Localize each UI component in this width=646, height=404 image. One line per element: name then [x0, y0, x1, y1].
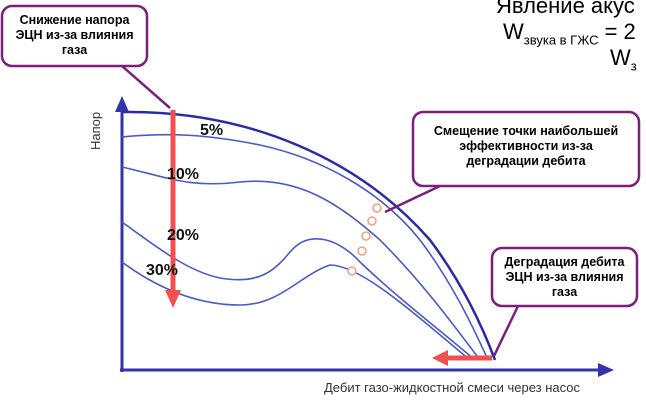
header-line2: Wзвука в ГЖС = 2 — [503, 19, 636, 47]
efficiency-marker-20 — [361, 231, 371, 241]
callout-box-efficiency-shift — [411, 110, 641, 188]
curve-5-percent — [121, 133, 489, 361]
header-line3-symbol: W — [610, 45, 631, 70]
header-line3: Wз — [610, 45, 637, 73]
header-line1: Явление акус — [496, 0, 635, 18]
efficiency-marker-5 — [372, 203, 382, 213]
curve-label-5: 5% — [200, 122, 224, 139]
y-axis-label: Напор — [88, 111, 103, 150]
callout-head-drop-text: Снижение напора ЭЦН из-за влияния газа — [15, 13, 134, 57]
curve-label-20: 20% — [167, 227, 200, 244]
curve-label-10: 10% — [167, 166, 200, 183]
efficiency-marker-10 — [367, 216, 377, 226]
curve-10-percent — [121, 166, 481, 361]
callout-pointer-efficiency-shift — [384, 184, 441, 214]
x-axis-label: Дебит газо-жидкостной смеси через насос — [324, 380, 580, 395]
curve-20-percent — [121, 221, 476, 361]
header-line2-symbol: W — [503, 19, 524, 44]
efficiency-marker-30 — [347, 266, 357, 276]
callout-pointer-head-drop — [121, 65, 171, 109]
callout-flow-degradation-text: Деградация дебита ЭЦН из-за влияния газа — [504, 255, 625, 299]
curve-0-percent — [121, 110, 497, 361]
header-line3-subscript: з — [630, 58, 637, 74]
callout-box-head-drop — [0, 4, 149, 68]
x-axis-arrowhead — [598, 363, 614, 377]
y-axis-arrowhead — [115, 96, 129, 112]
header-line2-subscript: звука в ГЖС — [523, 32, 599, 48]
efficiency-marker-20b — [357, 246, 367, 256]
callout-efficiency-shift-text: Смещение точки наибольшей эффективности … — [433, 124, 619, 168]
head-drop-arrowhead — [165, 290, 181, 308]
flow-drop-arrowhead — [432, 350, 448, 366]
header-line2-tail: = 2 — [598, 19, 636, 44]
callout-pointer-flow-degradation — [492, 305, 520, 357]
callout-box-flow-degradation — [490, 246, 639, 308]
curve-label-30: 30% — [146, 262, 179, 279]
curve-30-percent — [121, 261, 471, 361]
